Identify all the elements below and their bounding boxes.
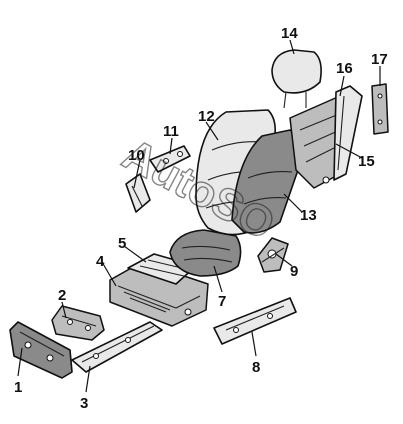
callout-3: 3: [80, 395, 88, 412]
part-1-side-trim: [9, 321, 73, 379]
part-10-adjust-lever: [125, 173, 151, 213]
part-2-bracket: [51, 305, 105, 341]
callout-15: 15: [358, 153, 375, 170]
leader-lines: [17, 39, 381, 393]
part-11-guide-bracket: [149, 145, 191, 173]
part-8-side-rail: [213, 297, 297, 345]
callout-10: 10: [128, 147, 145, 164]
part-16-frame-member: [333, 85, 363, 181]
callout-7: 7: [218, 293, 226, 310]
callout-13: 13: [300, 207, 317, 224]
callout-17: 17: [371, 51, 388, 68]
callout-5: 5: [118, 235, 126, 252]
part-7-seat-cushion: [169, 229, 242, 277]
callout-2: 2: [58, 287, 66, 304]
callout-16: 16: [336, 60, 353, 77]
callout-8: 8: [252, 359, 260, 376]
callout-4: 4: [96, 253, 105, 270]
part-17-side-bracket: [371, 83, 389, 135]
callout-1: 1: [14, 379, 22, 396]
part-3-seat-rail: [71, 321, 163, 373]
part-14-headrest: [271, 49, 322, 109]
callout-9: 9: [290, 263, 298, 280]
callout-labels: 1 2 3 4 5 7 8 9 10 11 12 13 14 15 16 17: [14, 25, 388, 412]
callout-11: 11: [163, 123, 179, 140]
callout-14: 14: [281, 25, 298, 42]
callout-12: 12: [198, 108, 215, 125]
